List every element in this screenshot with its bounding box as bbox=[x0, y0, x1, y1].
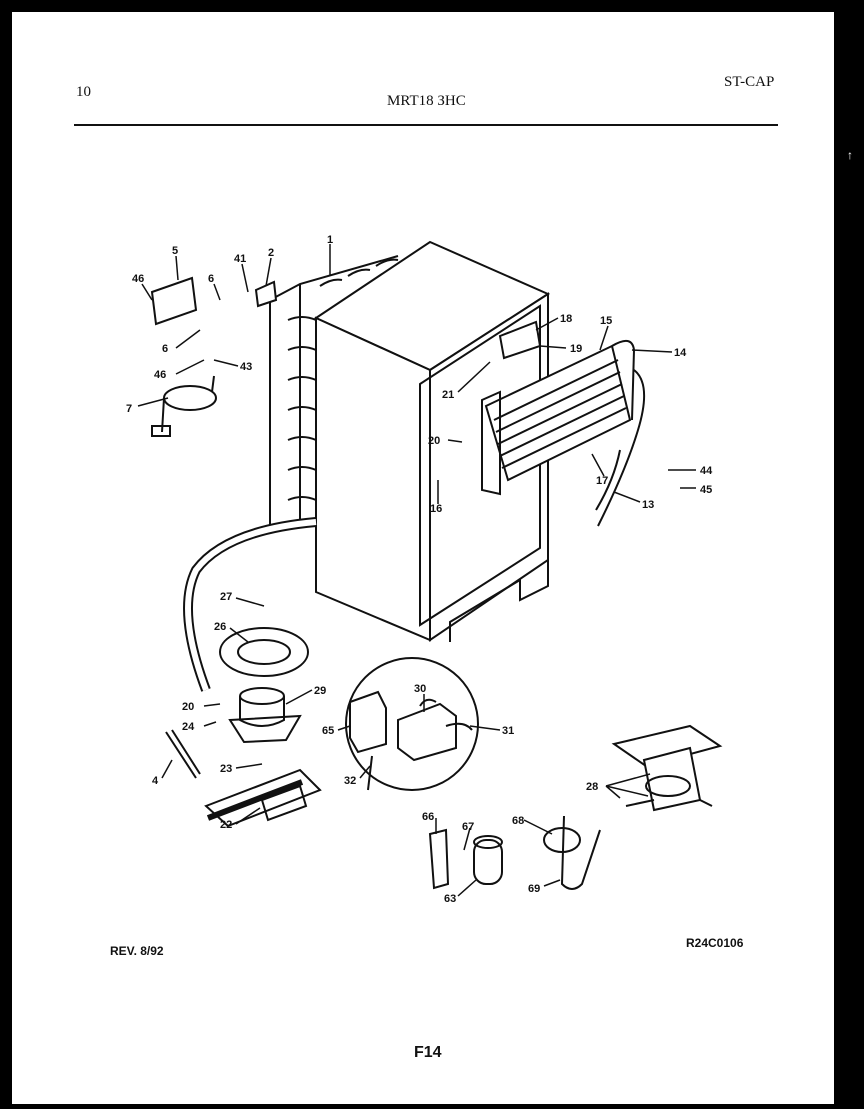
callout-44: 44 bbox=[700, 465, 713, 477]
callout-41: 41 bbox=[234, 253, 246, 265]
callout-63: 63 bbox=[444, 893, 456, 905]
reference-code: R24C0106 bbox=[686, 936, 744, 950]
figure-number: F14 bbox=[414, 1044, 442, 1061]
callout-32: 32 bbox=[344, 775, 356, 787]
callout-46: 46 bbox=[132, 273, 144, 285]
capacitor-bracket bbox=[428, 828, 450, 890]
callout-2: 2 bbox=[268, 247, 274, 259]
condenser-coil bbox=[269, 255, 399, 530]
drain-hose bbox=[183, 517, 317, 692]
callout-27: 27 bbox=[220, 591, 232, 603]
callout-46: 46 bbox=[154, 369, 166, 381]
callout-21: 21 bbox=[442, 389, 454, 401]
callout-29: 29 bbox=[314, 685, 326, 697]
callout-68: 68 bbox=[512, 815, 524, 827]
power-cord bbox=[151, 375, 217, 437]
cabinet bbox=[313, 240, 551, 642]
revision-date: REV. 8/92 bbox=[110, 944, 164, 958]
callout-20: 20 bbox=[428, 435, 440, 447]
leader-lines bbox=[137, 244, 696, 897]
model-number: MRT18 ЗHC bbox=[387, 93, 466, 109]
callout-65: 65 bbox=[322, 725, 334, 737]
drain-pan bbox=[219, 627, 309, 677]
callout-69: 69 bbox=[528, 883, 540, 895]
grommet-wire bbox=[543, 815, 601, 890]
callout-18: 18 bbox=[560, 313, 572, 325]
callout-26: 26 bbox=[214, 621, 226, 633]
callout-66: 66 bbox=[422, 811, 434, 823]
callout-labels: 1 2 41 5 46 6 6 46 43 7 18 15 19 14 21 2… bbox=[126, 234, 713, 905]
callout-13: 13 bbox=[642, 499, 654, 511]
defrost-timer-assembly bbox=[611, 724, 723, 812]
callout-6: 6 bbox=[208, 273, 214, 285]
callout-20: 20 bbox=[182, 701, 194, 713]
page-number: 10 bbox=[76, 84, 91, 100]
callout-7: 7 bbox=[126, 403, 132, 415]
callout-22: 22 bbox=[220, 819, 232, 831]
evaporator bbox=[481, 339, 646, 527]
callout-16: 16 bbox=[430, 503, 442, 515]
callout-30: 30 bbox=[414, 683, 426, 695]
callout-67: 67 bbox=[462, 821, 474, 833]
callout-5: 5 bbox=[172, 245, 178, 257]
callout-1: 1 bbox=[327, 234, 333, 246]
header-rule bbox=[74, 124, 778, 126]
relay-detail bbox=[345, 657, 479, 791]
category-code: ST-CAP bbox=[724, 74, 775, 90]
edge-mark: ↑ bbox=[847, 148, 853, 162]
callout-31: 31 bbox=[502, 725, 514, 737]
callout-43: 43 bbox=[240, 361, 252, 373]
callout-4: 4 bbox=[152, 775, 159, 787]
callout-28: 28 bbox=[586, 781, 598, 793]
callout-15: 15 bbox=[600, 315, 612, 327]
bracket-part bbox=[150, 276, 198, 326]
motor-bracket bbox=[204, 768, 322, 828]
fan-motor bbox=[228, 687, 302, 744]
callout-6: 6 bbox=[162, 343, 168, 355]
callout-19: 19 bbox=[570, 343, 582, 355]
capacitor bbox=[473, 835, 503, 885]
callout-17: 17 bbox=[596, 475, 608, 487]
tie-bracket bbox=[165, 729, 201, 779]
callout-14: 14 bbox=[674, 347, 687, 359]
callout-24: 24 bbox=[182, 721, 195, 733]
callout-23: 23 bbox=[220, 763, 232, 775]
callout-45: 45 bbox=[700, 484, 712, 496]
clip-part bbox=[254, 280, 278, 308]
